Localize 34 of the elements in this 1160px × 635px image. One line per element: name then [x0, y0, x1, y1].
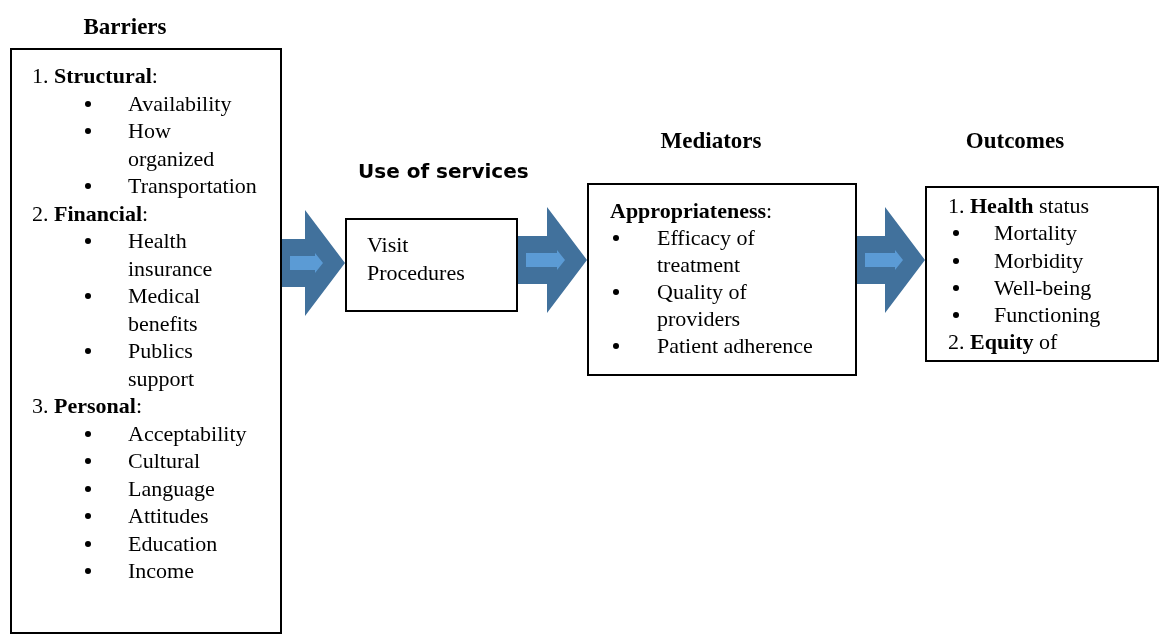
bullet-item: Morbidity: [950, 246, 1084, 274]
bullet-item: Mortality: [950, 219, 1078, 247]
list-text: Visit: [367, 231, 409, 259]
column-heading: Mediators: [660, 127, 762, 155]
bullet-item: Efficacy of treatment: [610, 224, 829, 278]
block-arrow: [857, 207, 925, 313]
column-heading: Barriers: [83, 13, 167, 41]
column-heading: Outcomes: [965, 127, 1065, 155]
block-arrow: [282, 210, 345, 316]
bullet-item: Well-being: [950, 273, 1092, 302]
list-heading: 2. Financial:: [32, 199, 149, 227]
bullet-item: Cultural: [82, 447, 201, 475]
list-heading: 2. Equity of: [948, 328, 1058, 356]
bullet-item: Language: [82, 474, 215, 502]
bullet-item: Education: [82, 529, 218, 557]
bullet-item: Attitudes: [82, 502, 209, 530]
bullet-item: Availability: [82, 89, 232, 117]
column-heading: Use of services: [358, 159, 529, 183]
list-heading: 1. Health status: [948, 192, 1090, 220]
bullet-item: Acceptability: [82, 419, 247, 447]
bullet-item: How organized: [82, 117, 262, 172]
bullet-item: Patient adherence: [610, 332, 813, 359]
list-heading: Appropriateness:: [610, 197, 773, 224]
bullet-item: Health insurance: [82, 227, 262, 282]
bullet-item: Transportation: [82, 172, 257, 200]
list-heading: 1. Structural:: [32, 62, 158, 90]
bullet-item: Income: [82, 557, 194, 585]
bullet-item: Quality of providers: [610, 278, 829, 332]
list-text: Procedures: [367, 258, 465, 286]
list-heading: 3. Personal:: [32, 392, 142, 420]
bullet-item: Functioning: [950, 301, 1101, 329]
block-arrow: [518, 207, 587, 313]
bullet-item: Publics support: [82, 337, 262, 392]
bullet-item: Medical benefits: [82, 282, 262, 337]
